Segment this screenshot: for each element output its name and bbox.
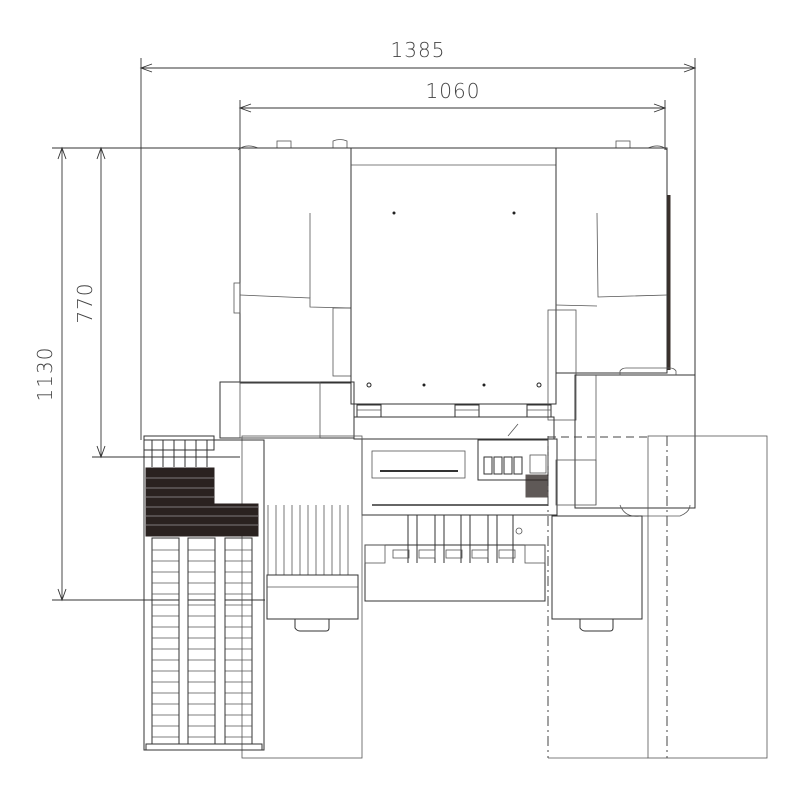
dimension-body-width	[238, 100, 667, 150]
footprint-outlines	[241, 435, 768, 759]
dimension-overall-depth	[52, 146, 265, 602]
main-body	[219, 139, 696, 517]
hinge-left	[356, 404, 382, 418]
overall-width-label: 1385	[391, 38, 446, 62]
dimension-body-depth	[92, 146, 240, 459]
hinge-center	[454, 404, 480, 418]
control-buttons	[483, 456, 523, 475]
dimension-overall-width	[139, 58, 697, 440]
left-stacker	[143, 435, 265, 751]
left-tray	[266, 505, 359, 632]
overall-depth-label: 1130	[33, 347, 57, 402]
right-tray	[551, 515, 643, 632]
body-depth-label: 770	[73, 282, 97, 323]
output-slots	[364, 515, 546, 602]
body-width-label: 1060	[426, 79, 481, 103]
hinge-right	[526, 404, 552, 418]
